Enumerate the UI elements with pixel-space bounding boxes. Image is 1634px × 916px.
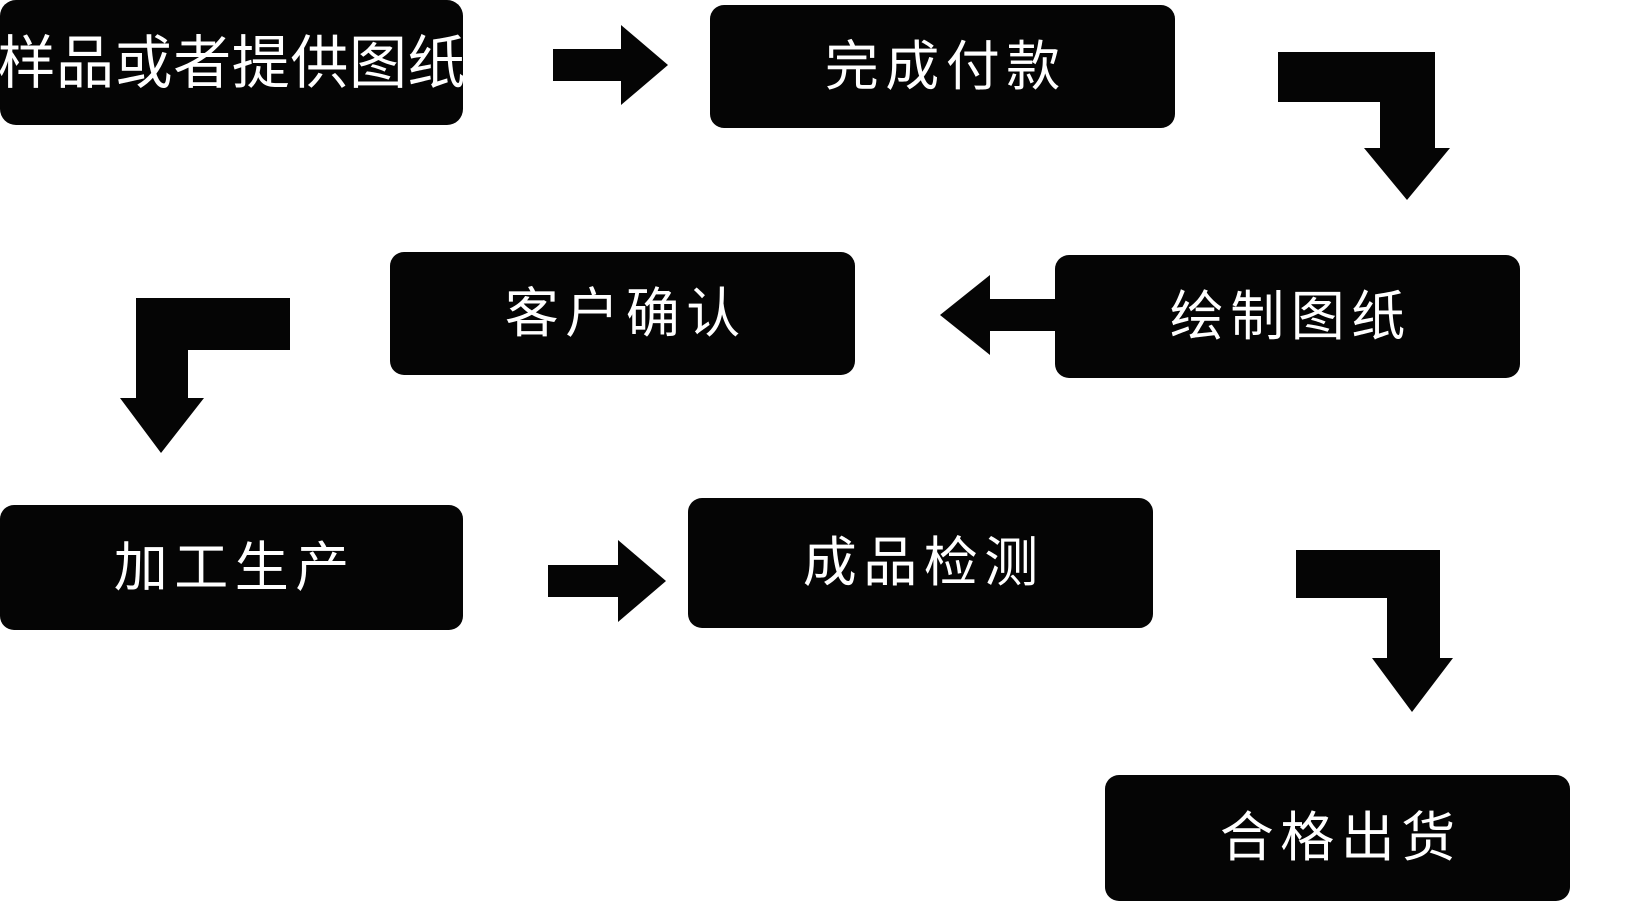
flow-node-drawing[interactable]: 绘制图纸 bbox=[1055, 255, 1520, 378]
arrow-right-produce-to-inspect bbox=[548, 540, 666, 622]
flow-node-label: 合格出货 bbox=[1219, 806, 1462, 869]
flow-node-label: 绘制图纸 bbox=[1169, 284, 1412, 348]
flow-node-label: 客户确认 bbox=[504, 281, 747, 345]
flow-node-ship[interactable]: 合格出货 bbox=[1105, 775, 1570, 901]
flow-node-produce[interactable]: 加工生产 bbox=[0, 505, 463, 630]
flow-node-label: 完成付款 bbox=[824, 34, 1067, 98]
flow-node-payment[interactable]: 完成付款 bbox=[710, 5, 1175, 128]
arrow-right-sample-to-payment bbox=[553, 25, 668, 105]
flow-node-confirm[interactable]: 客户确认 bbox=[390, 252, 855, 375]
arrow-elbow-inspect-to-ship bbox=[1288, 540, 1453, 712]
flow-node-inspect[interactable]: 成品检测 bbox=[688, 498, 1153, 628]
flow-node-label: 加工生产 bbox=[113, 535, 356, 599]
flow-node-label: 样品或者提供图纸 bbox=[0, 28, 467, 97]
arrow-left-drawing-to-confirm bbox=[940, 275, 1060, 355]
arrow-elbow-confirm-to-produce bbox=[120, 288, 300, 453]
flow-node-label: 成品检测 bbox=[802, 531, 1045, 594]
arrow-elbow-payment-to-drawing bbox=[1270, 40, 1450, 200]
flow-node-sample[interactable]: 样品或者提供图纸 bbox=[0, 0, 467, 125]
